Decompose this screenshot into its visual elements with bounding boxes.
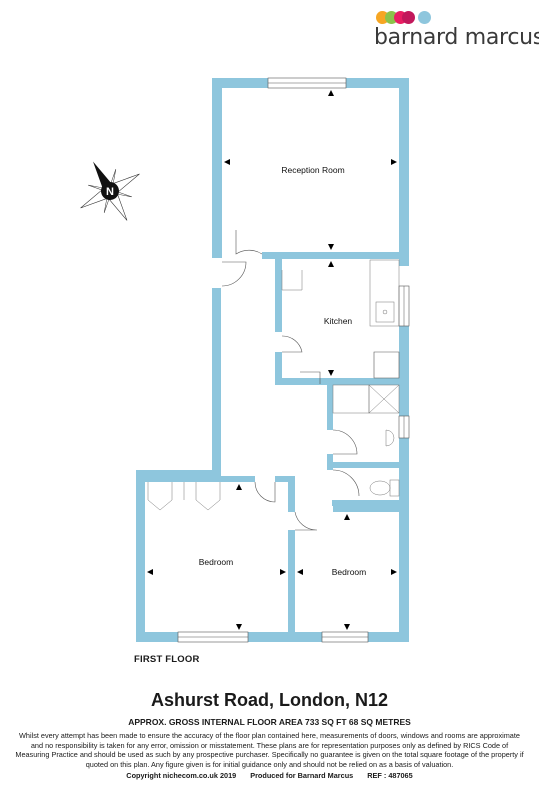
wall-bed2-right bbox=[399, 500, 409, 642]
arrow-reception-bottom bbox=[328, 244, 334, 250]
window-lines bbox=[178, 82, 405, 638]
door-entrance bbox=[221, 261, 247, 287]
room-label-bedroom-1: Bedroom bbox=[199, 557, 234, 567]
door-bathroom bbox=[332, 429, 358, 455]
brand-logo: barnard marcus bbox=[372, 8, 539, 52]
kitchen-sink-drain bbox=[382, 309, 388, 315]
wall-bed-divider bbox=[288, 476, 295, 512]
hall-line bbox=[281, 270, 303, 291]
arrow-bed2-top bbox=[344, 514, 350, 520]
door-kitchen bbox=[281, 335, 303, 353]
compass-letter: N bbox=[106, 186, 114, 198]
bathroom-basin bbox=[385, 429, 395, 447]
door-wc bbox=[332, 469, 360, 497]
compass-point-north bbox=[93, 161, 112, 189]
arrow-kitchen-bottom bbox=[328, 370, 334, 376]
arrow-bed2-right bbox=[391, 569, 397, 575]
wall-wc-right bbox=[399, 438, 409, 500]
arrow-kitchen-top bbox=[328, 261, 334, 267]
wall-wc-bottom bbox=[332, 500, 409, 506]
shower-diagonal-2 bbox=[368, 384, 400, 414]
wall-bath-left bbox=[327, 378, 333, 430]
wall-hall-step bbox=[136, 470, 221, 479]
reference-text: REF : 487065 bbox=[367, 771, 413, 780]
door-bedroom-2 bbox=[294, 511, 318, 531]
room-label-reception: Reception Room bbox=[281, 165, 344, 175]
copyright-line: Copyright nichecom.co.uk 2019 Produced f… bbox=[0, 771, 539, 780]
kitchen-worktop bbox=[369, 259, 400, 327]
wall-bed2-top bbox=[333, 506, 409, 512]
logo-dot-5 bbox=[418, 11, 431, 24]
kitchen-sink bbox=[375, 301, 395, 323]
arrow-bed1-left bbox=[147, 569, 153, 575]
bathtub bbox=[332, 384, 370, 414]
disclaimer-text: Whilst every attempt has been made to en… bbox=[15, 731, 524, 769]
door-kitchen-store bbox=[373, 351, 400, 379]
plan-fixtures bbox=[147, 259, 400, 511]
wc-toilet bbox=[369, 480, 391, 496]
wall-bed-divider-lower bbox=[288, 530, 295, 638]
arrow-reception-right bbox=[391, 159, 397, 165]
wall-kitchen-right bbox=[399, 326, 409, 416]
plan-walls bbox=[136, 78, 409, 642]
arrow-bed2-bottom bbox=[344, 624, 350, 630]
compass-icon: N bbox=[80, 161, 140, 221]
floor-plan: Reception Room Kitchen Bedroom Bedroom N bbox=[80, 77, 410, 643]
arrow-bed1-right bbox=[280, 569, 286, 575]
door-reception bbox=[235, 230, 263, 255]
wall-bed1-bottom bbox=[136, 632, 409, 642]
wall-kitchen-left-lower bbox=[275, 352, 282, 384]
wall-wardrobe-top bbox=[145, 479, 221, 482]
arrow-bed1-top bbox=[236, 484, 242, 490]
wardrobe-1 bbox=[147, 482, 173, 511]
wall-hall-left bbox=[212, 288, 221, 476]
wc-cistern bbox=[389, 479, 400, 497]
arrow-reception-left bbox=[224, 159, 230, 165]
logo-dot-4 bbox=[402, 11, 415, 24]
compass-centre bbox=[101, 182, 119, 200]
wall-reception-bottom bbox=[262, 252, 409, 259]
door-bedroom-1 bbox=[254, 481, 276, 503]
door-hall-cupboard bbox=[300, 371, 321, 384]
arrow-bed1-bottom bbox=[236, 624, 242, 630]
wall-reception-left bbox=[212, 78, 222, 258]
wall-bed1-top-right bbox=[275, 476, 295, 482]
arrow-bed2-left bbox=[297, 569, 303, 575]
brand-name: barnard marcus bbox=[374, 25, 539, 50]
wall-reception-right bbox=[399, 78, 409, 266]
plan-doors bbox=[221, 230, 400, 531]
floor-area: APPROX. GROSS INTERNAL FLOOR AREA 733 SQ… bbox=[128, 717, 411, 727]
plan-arrows bbox=[147, 90, 397, 630]
wall-kitchen-left bbox=[275, 252, 282, 332]
shower-tray bbox=[368, 384, 400, 414]
wardrobe-2 bbox=[195, 482, 221, 511]
room-label-kitchen: Kitchen bbox=[324, 316, 353, 326]
copyright-text: Copyright nichecom.co.uk 2019 bbox=[126, 771, 237, 780]
arrow-reception-top bbox=[328, 90, 334, 96]
produced-for-text: Produced for Barnard Marcus bbox=[250, 771, 354, 780]
wall-kitchen-bottom bbox=[275, 378, 409, 385]
wall-bath-mid bbox=[327, 462, 409, 468]
property-address: Ashurst Road, London, N12 bbox=[150, 690, 388, 710]
floor-label: FIRST FLOOR bbox=[134, 654, 200, 665]
room-label-bedroom-2: Bedroom bbox=[332, 567, 367, 577]
wall-bed1-top bbox=[221, 476, 255, 482]
wall-bed1-left bbox=[136, 470, 145, 642]
